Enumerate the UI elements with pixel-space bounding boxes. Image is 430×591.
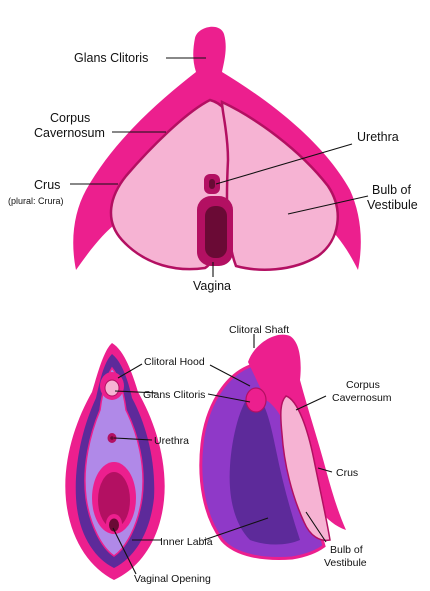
label-br-crus: Crus [336,467,358,479]
label-bl-glans-clitoris: Glans Clitoris [143,389,205,401]
bl-glans [105,380,119,396]
label-bl-urethra: Urethra [154,435,189,447]
label-br-bulb-1: Bulb of [330,544,363,556]
bottom-right-diagram: Clitoral Shaft Corpus Cavernosum Crus Bu… [201,324,392,569]
label-top-corpus-2: Cavernosum [34,126,105,140]
label-bl-vaginal-opening: Vaginal Opening [134,573,211,585]
label-top-crus: Crus [34,178,60,192]
label-top-glans-clitoris: Glans Clitoris [74,51,148,65]
label-top-corpus-1: Corpus [50,111,90,125]
bl-urethra-hole [110,436,114,440]
label-top-bulb-2: Vestibule [367,198,418,212]
br-glans [246,388,266,412]
top-urethra-inner [209,179,215,189]
label-br-clitoral-shaft: Clitoral Shaft [229,324,289,336]
label-top-bulb-1: Bulb of [372,183,411,197]
label-bl-inner-labia: Inner Labia [160,536,213,548]
top-diagram: Glans Clitoris Corpus Cavernosum Crus (p… [8,27,418,293]
top-vagina-inner [205,206,227,258]
label-bl-clitoral-hood: Clitoral Hood [144,356,205,368]
bottom-left-diagram: Clitoral Hood Glans Clitoris Urethra Inn… [65,343,212,585]
label-br-corpus-1: Corpus [346,379,380,391]
label-top-urethra: Urethra [357,130,399,144]
label-top-vagina: Vagina [193,279,231,293]
label-top-crus-plural: (plural: Crura) [8,196,64,206]
label-br-bulb-2: Vestibule [324,557,367,569]
label-br-corpus-2: Cavernosum [332,392,392,404]
